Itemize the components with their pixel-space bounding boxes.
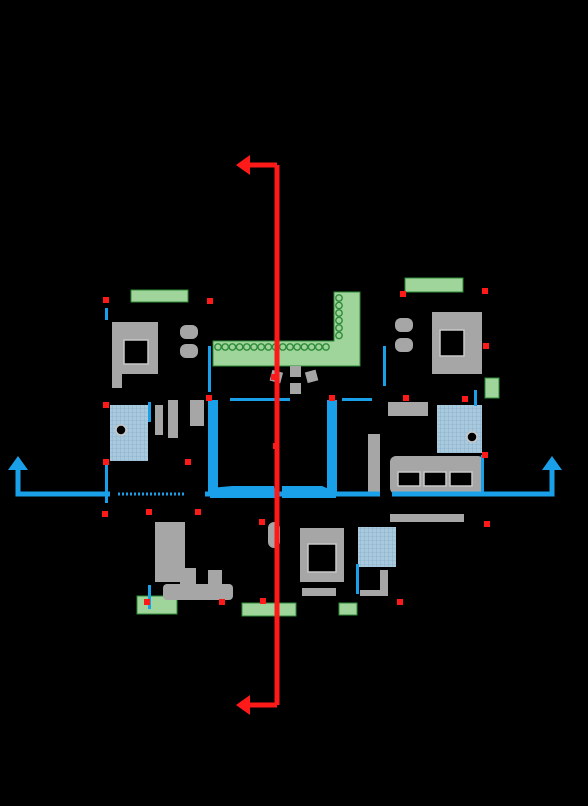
marker-icon: [483, 343, 489, 349]
marker-icon: [146, 509, 152, 515]
tree-icon: [214, 343, 222, 351]
tree-icon: [335, 331, 343, 340]
tree-icon: [250, 343, 258, 351]
marker-icon: [329, 395, 335, 401]
tree-icon: [228, 343, 237, 351]
horizontal-section: [8, 456, 562, 498]
marker-icon: [259, 519, 265, 525]
marker-icon: [102, 511, 108, 517]
marker-icon: [103, 459, 109, 465]
marker-icon: [103, 297, 109, 303]
marker-icon: [219, 599, 225, 605]
tree-icon: [314, 343, 323, 351]
tree-icon: [335, 294, 343, 302]
tree-icon: [257, 343, 266, 351]
planter-ne: [404, 277, 464, 293]
marker-icon: [400, 291, 406, 297]
arrow-up-icon: [8, 456, 28, 470]
tiled-floor-s: [358, 527, 396, 567]
tree-icon: [264, 343, 273, 351]
arrow-left-icon: [236, 695, 250, 715]
arrow-left-icon: [236, 155, 250, 175]
tree-icon: [335, 309, 343, 317]
tree-icon: [335, 316, 343, 325]
tree-icon: [242, 343, 251, 351]
marker-icon: [260, 598, 266, 604]
tiled-floor-e: [437, 405, 482, 453]
marker-icon: [144, 599, 150, 605]
tiled-floor-w: [110, 405, 148, 461]
tree-icon: [221, 343, 230, 351]
tree-icon: [335, 301, 343, 310]
marker-icon: [462, 396, 468, 402]
tree-icon: [286, 343, 294, 351]
counter-e: [368, 434, 380, 492]
marker-icon: [185, 459, 191, 465]
marker-icon: [273, 443, 279, 449]
marker-icon: [403, 395, 409, 401]
sofa-sw: [163, 584, 233, 600]
marker-icon: [271, 374, 277, 380]
marker-icon: [103, 402, 109, 408]
marker-icon: [102, 288, 490, 605]
planter-e: [484, 377, 500, 399]
furniture: [112, 312, 484, 600]
marker-icon: [206, 395, 212, 401]
planter-se: [338, 602, 358, 616]
vertical-section: [236, 155, 280, 715]
tree-icon: [322, 343, 330, 351]
tree-icon: [335, 324, 343, 332]
marker-icon: [482, 452, 488, 458]
marker-icon: [482, 288, 488, 294]
marker-icon: [207, 298, 213, 304]
marker-icon: [484, 521, 490, 527]
marker-icon: [397, 599, 403, 605]
tree-icon: [307, 343, 316, 351]
tree-icon: [300, 343, 309, 351]
planter-s: [241, 602, 297, 617]
marker-icon: [195, 509, 201, 515]
tree-icon: [278, 343, 287, 351]
planter-nw: [130, 289, 189, 303]
arrow-up-icon: [542, 456, 562, 470]
tree-icon: [293, 343, 302, 351]
tree-icon: [235, 343, 244, 351]
walls: [105, 308, 484, 609]
